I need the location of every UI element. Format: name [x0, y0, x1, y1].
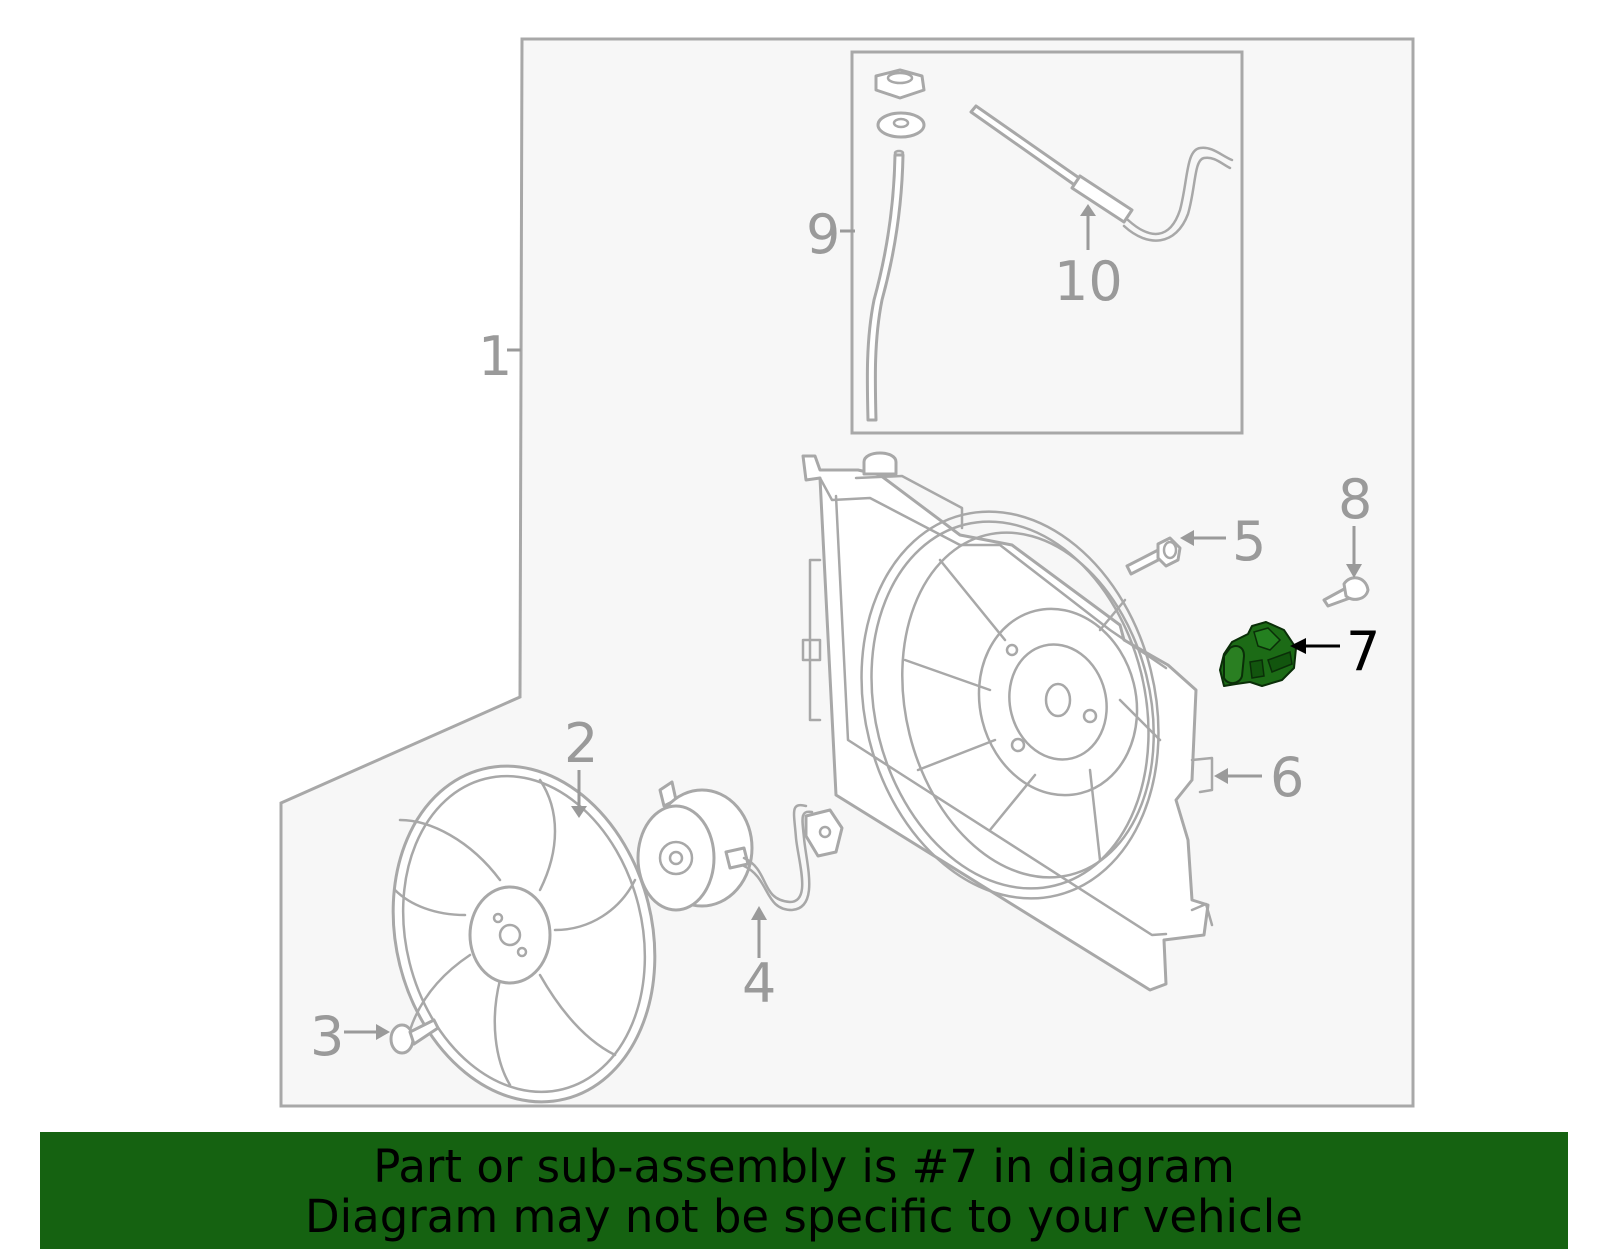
part-3-screw: [389, 1018, 440, 1055]
inset-box: [850, 50, 1244, 435]
part-7-highlighted[interactable]: [1219, 621, 1297, 687]
callout-8: 8: [1338, 468, 1372, 531]
arrow-6: [1214, 768, 1228, 784]
callout-3: 3: [310, 1005, 344, 1068]
callout-2: 2: [564, 712, 598, 775]
banner-line-2: Diagram may not be specific to your vehi…: [305, 1190, 1303, 1243]
part-4-fan-motor: [636, 780, 844, 912]
part-8-screw: [1322, 576, 1370, 608]
info-banner: Part or sub-assembly is #7 in diagram Di…: [40, 1132, 1568, 1249]
callout-5: 5: [1232, 510, 1266, 573]
callout-10: 10: [1054, 250, 1123, 313]
arrow-10: [1080, 204, 1096, 216]
part-2-fan-blade: [391, 764, 657, 1104]
banner-line-1: Part or sub-assembly is #7 in diagram: [373, 1140, 1235, 1193]
part-5-bolt: [1125, 536, 1182, 576]
callout-4: 4: [742, 952, 776, 1015]
part-10-overflow-pipe: [969, 104, 1234, 242]
arrow-5: [1180, 530, 1194, 546]
arrow-7: [1290, 638, 1306, 654]
arrow-4: [751, 906, 767, 920]
arrow-2: [571, 806, 587, 818]
part-9-reservoir-hose: [865, 68, 926, 422]
arrow-8: [1346, 564, 1362, 578]
part-6-shroud: [801, 451, 1214, 992]
callout-1: 1: [478, 325, 512, 388]
callout-6: 6: [1270, 746, 1304, 809]
callout-9: 9: [806, 203, 840, 266]
arrow-3: [376, 1024, 390, 1040]
callout-7: 7: [1346, 620, 1380, 683]
